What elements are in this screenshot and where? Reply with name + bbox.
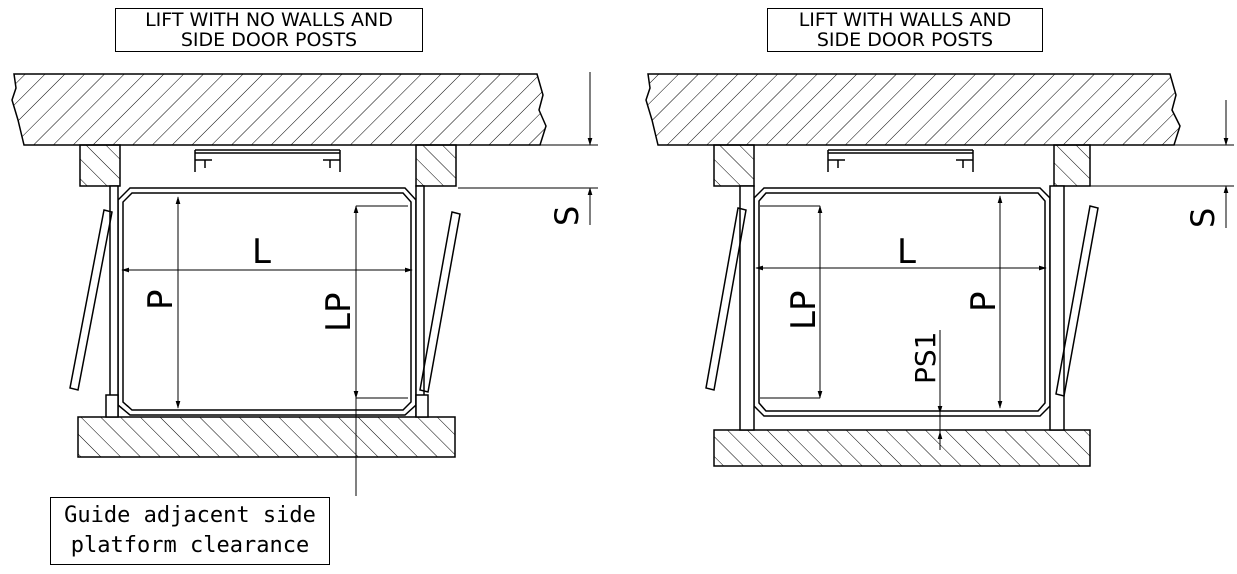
- left-post-br: [415, 394, 429, 418]
- left-guide-rail-right: [415, 185, 425, 417]
- left-top-wall: [11, 73, 547, 146]
- right-pillar-left: [713, 144, 755, 187]
- right-bottom-sill: [713, 429, 1091, 467]
- right-wall-left: [739, 185, 755, 431]
- left-door-leaf-right: [419, 211, 461, 393]
- left-diagram: [11, 73, 547, 458]
- guide-clearance-note-box: Guide adjacent side platform clearance: [50, 497, 330, 565]
- left-title-box: LIFT WITH NO WALLS AND SIDE DOOR POSTS: [115, 8, 423, 52]
- right-label-PS1: PS1: [909, 332, 942, 384]
- left-title-line2: SIDE DOOR POSTS: [180, 29, 358, 51]
- right-title-line2: SIDE DOOR POSTS: [816, 29, 994, 51]
- note-line2: platform clearance: [70, 533, 310, 558]
- right-wall-right: [1049, 185, 1065, 431]
- right-label-L: L: [897, 232, 916, 272]
- left-title-line1: LIFT WITH NO WALLS AND: [145, 9, 393, 31]
- right-top-wall: [645, 73, 1181, 146]
- right-dimensions: [755, 100, 1234, 450]
- right-label-P: P: [964, 291, 1004, 312]
- left-dimensions: [121, 72, 598, 496]
- right-title-box: LIFT WITH WALLS AND SIDE DOOR POSTS: [767, 8, 1043, 52]
- right-label-S: S: [1184, 208, 1222, 228]
- left-label-S: S: [548, 206, 586, 226]
- left-dimension-labels: L P LP S: [141, 206, 586, 332]
- right-door-leaf-left: [705, 207, 747, 391]
- right-label-LP: LP: [784, 291, 824, 330]
- left-bottom-sill: [77, 416, 456, 458]
- left-label-LP: LP: [319, 293, 359, 332]
- left-label-P: P: [141, 289, 181, 310]
- left-label-L: L: [252, 232, 271, 272]
- left-pillar-right: [415, 144, 457, 187]
- right-door-top: [827, 149, 974, 172]
- right-dimension-labels: L LP P PS1 S: [784, 208, 1222, 384]
- left-door-top: [194, 149, 341, 172]
- left-post-bl: [105, 394, 119, 418]
- left-pillar-left: [79, 144, 121, 187]
- right-door-leaf-right: [1055, 205, 1099, 397]
- right-title-line1: LIFT WITH WALLS AND: [798, 9, 1012, 31]
- right-pillar-right: [1053, 144, 1091, 187]
- left-door-leaf-left: [69, 209, 113, 391]
- right-diagram: [645, 73, 1181, 467]
- note-line1: Guide adjacent side: [64, 503, 316, 528]
- left-guide-rail-left: [109, 185, 119, 417]
